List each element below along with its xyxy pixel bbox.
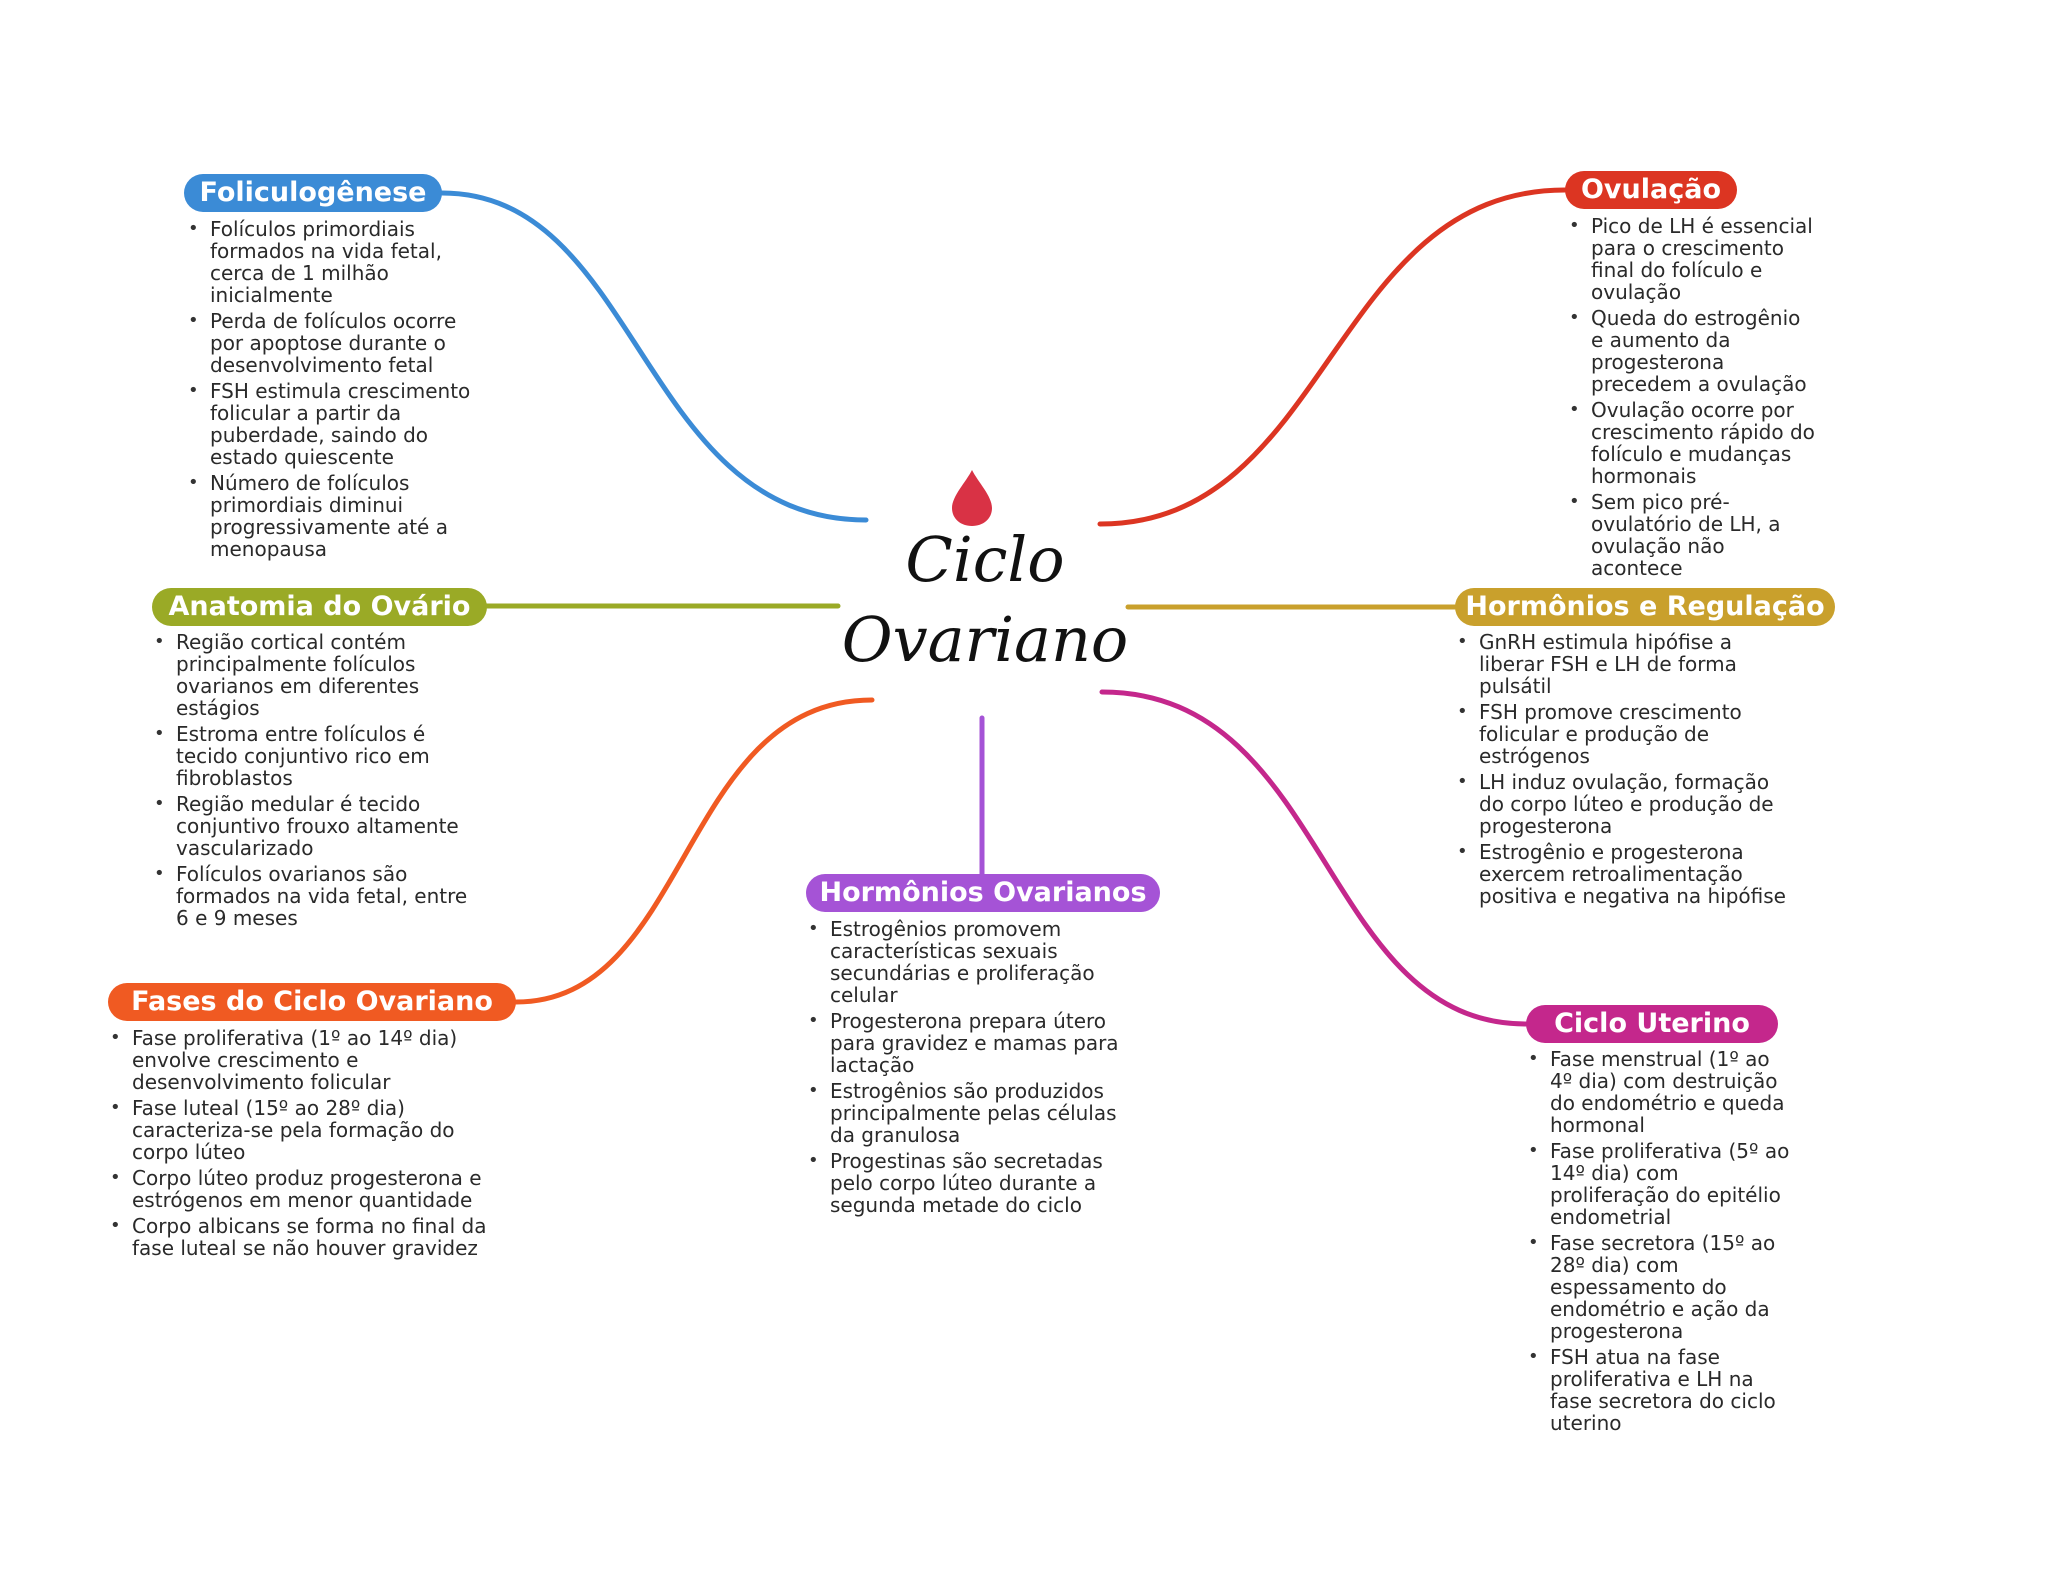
note-item: Estrogênios são produzidos principalment… xyxy=(806,1080,1136,1146)
note-item: Fase menstrual (1º ao 4º dia) com destru… xyxy=(1526,1048,1791,1136)
note-item: Ovulação ocorre por crescimento rápido d… xyxy=(1567,399,1817,487)
topic-label: Foliculogênese xyxy=(199,177,427,208)
note-item: Região medular é tecido conjuntivo froux… xyxy=(152,793,482,859)
note-item: LH induz ovulação, formação do corpo lút… xyxy=(1455,771,1800,837)
connector-ciclo-uterino xyxy=(1099,689,1529,1027)
notes-anatomia-do-ovario: Região cortical contém principalmente fo… xyxy=(152,631,482,933)
note-item: Número de folículos primordiais diminui … xyxy=(186,472,476,560)
connector-foliculogenese xyxy=(439,190,869,523)
connector-ovulacao xyxy=(1097,187,1568,527)
note-item: Estrogênios promovem características sex… xyxy=(806,918,1136,1006)
note-item: Fase luteal (15º ao 28º dia) caracteriza… xyxy=(108,1097,493,1163)
notes-ciclo-uterino: Fase menstrual (1º ao 4º dia) com destru… xyxy=(1526,1048,1791,1438)
topic-hormonios-ovarianos[interactable]: Hormônios Ovarianos xyxy=(806,874,1160,912)
notes-ovulacao: Pico de LH é essencial para o cresciment… xyxy=(1567,215,1817,583)
note-item: Fase proliferativa (5º ao 14º dia) com p… xyxy=(1526,1140,1791,1228)
note-item: Progestinas são secretadas pelo corpo lú… xyxy=(806,1150,1136,1216)
topic-label: Fases do Ciclo Ovariano xyxy=(131,986,493,1017)
note-item: Estroma entre folículos é tecido conjunt… xyxy=(152,723,482,789)
note-item: Região cortical contém principalmente fo… xyxy=(152,631,482,719)
note-item: GnRH estimula hipófise a liberar FSH e L… xyxy=(1455,631,1800,697)
topic-fases-do-ciclo-ovariano[interactable]: Fases do Ciclo Ovariano xyxy=(108,983,516,1021)
topic-label: Anatomia do Ovário xyxy=(168,591,471,622)
notes-hormonios-e-regulacao: GnRH estimula hipófise a liberar FSH e L… xyxy=(1455,631,1800,911)
note-item: Folículos primordiais formados na vida f… xyxy=(186,218,476,306)
topic-label: Hormônios Ovarianos xyxy=(819,877,1147,908)
topic-label: Ovulação xyxy=(1580,174,1722,205)
note-item: Fase secretora (15º ao 28º dia) com espe… xyxy=(1526,1232,1791,1342)
note-item: Folículos ovarianos são formados na vida… xyxy=(152,863,482,929)
topic-hormonios-e-regulacao[interactable]: Hormônios e Regulação xyxy=(1455,588,1835,626)
note-item: FSH promove crescimento folicular e prod… xyxy=(1455,701,1800,767)
blood-drop-icon xyxy=(952,470,992,526)
note-item: Corpo albicans se forma no final da fase… xyxy=(108,1215,493,1259)
note-item: Queda do estrogênio e aumento da progest… xyxy=(1567,307,1817,395)
note-item: FSH atua na fase proliferativa e LH na f… xyxy=(1526,1346,1791,1434)
notes-hormonios-ovarianos: Estrogênios promovem características sex… xyxy=(806,918,1136,1220)
topic-label: Hormônios e Regulação xyxy=(1465,591,1825,622)
topic-anatomia-do-ovario[interactable]: Anatomia do Ovário xyxy=(152,588,487,626)
topic-ciclo-uterino[interactable]: Ciclo Uterino xyxy=(1526,1005,1778,1043)
central-topic-title: Ciclo Ovariano xyxy=(841,523,1129,676)
note-item: Progesterona prepara útero para gravidez… xyxy=(806,1010,1136,1076)
note-item: Fase proliferativa (1º ao 14º dia) envol… xyxy=(108,1027,493,1093)
topic-label: Ciclo Uterino xyxy=(1554,1008,1750,1039)
note-item: Corpo lúteo produz progesterona e estróg… xyxy=(108,1167,493,1211)
connector-fases xyxy=(513,697,875,1005)
topic-ovulacao[interactable]: Ovulação xyxy=(1565,171,1737,209)
note-item: Estrogênio e progesterona exercem retroa… xyxy=(1455,841,1800,907)
notes-fases-do-ciclo-ovariano: Fase proliferativa (1º ao 14º dia) envol… xyxy=(108,1027,493,1263)
notes-foliculogenese: Folículos primordiais formados na vida f… xyxy=(186,218,476,564)
note-item: Perda de folículos ocorre por apoptose d… xyxy=(186,310,476,376)
note-item: FSH estimula crescimento folicular a par… xyxy=(186,380,476,468)
note-item: Pico de LH é essencial para o cresciment… xyxy=(1567,215,1817,303)
topic-foliculogenese[interactable]: Foliculogênese xyxy=(184,174,442,212)
note-item: Sem pico pré-ovulatório de LH, a ovulaçã… xyxy=(1567,491,1817,579)
